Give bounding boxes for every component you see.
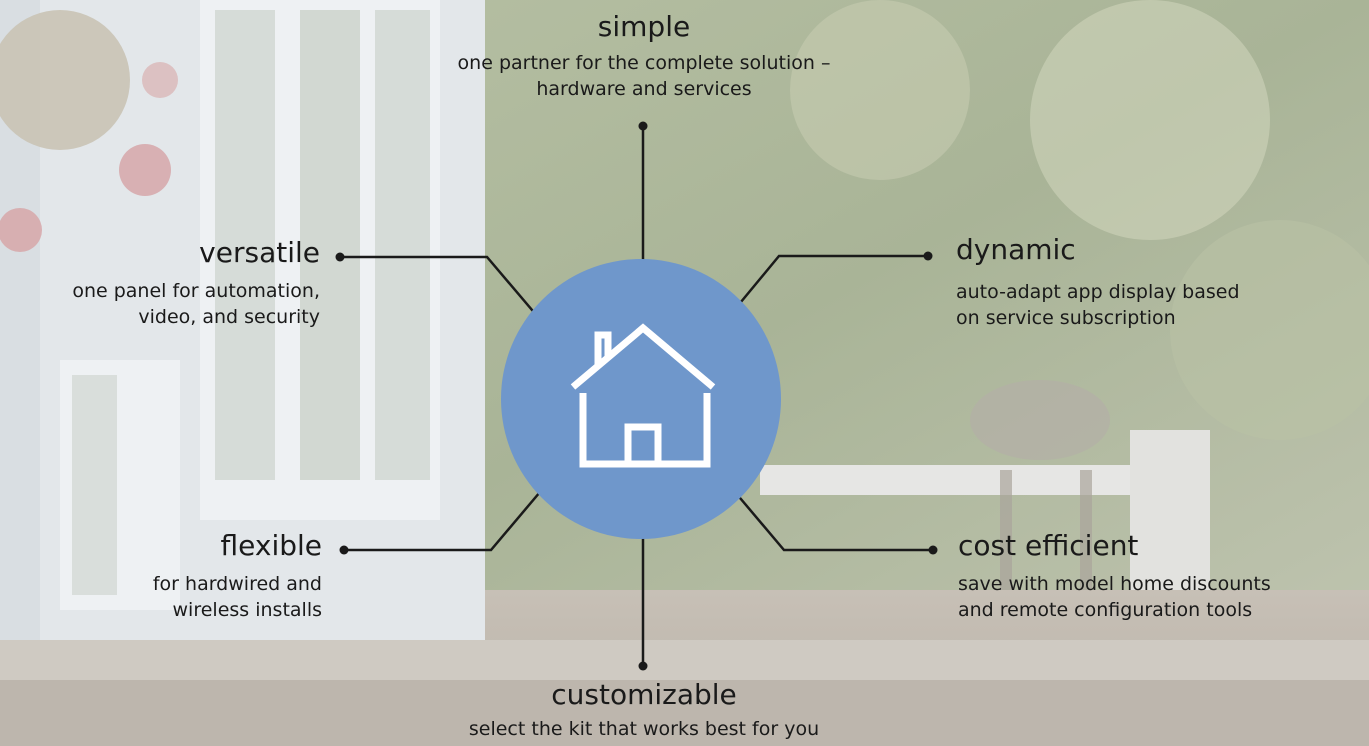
feature-title: flexible	[220, 529, 323, 562]
feature-title: simple	[597, 10, 691, 43]
feature-description-line: and remote configuration tools	[958, 599, 1253, 621]
feature-description-line: for hardwired and	[152, 573, 322, 595]
feature-description-line: one partner for the complete solution –	[457, 52, 831, 74]
feature-description-line: wireless installs	[172, 599, 322, 621]
dot-simple-outer	[638, 121, 648, 131]
feature-title: cost efficient	[958, 529, 1139, 562]
central-hub-circle	[501, 259, 781, 539]
house-icon	[570, 323, 716, 468]
feature-flexible: flexible for hardwired and wireless inst…	[60, 529, 322, 623]
feature-description-line: select the kit that works best for you	[468, 718, 820, 740]
feature-cost-efficient: cost efficient save with model home disc…	[958, 529, 1368, 623]
feature-dynamic: dynamic auto-adapt app display based on …	[956, 233, 1356, 331]
feature-title: versatile	[199, 236, 320, 269]
connector-flexible	[344, 478, 552, 552]
connector-cost-efficient	[723, 478, 933, 552]
dot-customizable-outer	[638, 661, 648, 671]
feature-title: customizable	[551, 678, 737, 711]
feature-description-line: one panel for automation,	[72, 280, 320, 302]
feature-description-line: video, and security	[138, 306, 320, 328]
feature-description-line: on service subscription	[956, 307, 1176, 329]
dot-cost-efficient-outer	[928, 545, 938, 555]
dot-flexible-outer	[339, 545, 349, 555]
dot-versatile-outer	[335, 252, 345, 262]
feature-description-line: auto-adapt app display based	[956, 281, 1240, 303]
dot-dynamic-outer	[923, 251, 933, 261]
feature-description-line: save with model home discounts	[958, 573, 1271, 595]
feature-versatile: versatile one panel for automation, vide…	[0, 236, 320, 330]
feature-title: dynamic	[956, 233, 1076, 266]
feature-simple: simple one partner for the complete solu…	[384, 10, 904, 102]
feature-description-line: hardware and services	[536, 78, 752, 100]
feature-customizable: customizable select the kit that works b…	[384, 678, 904, 742]
